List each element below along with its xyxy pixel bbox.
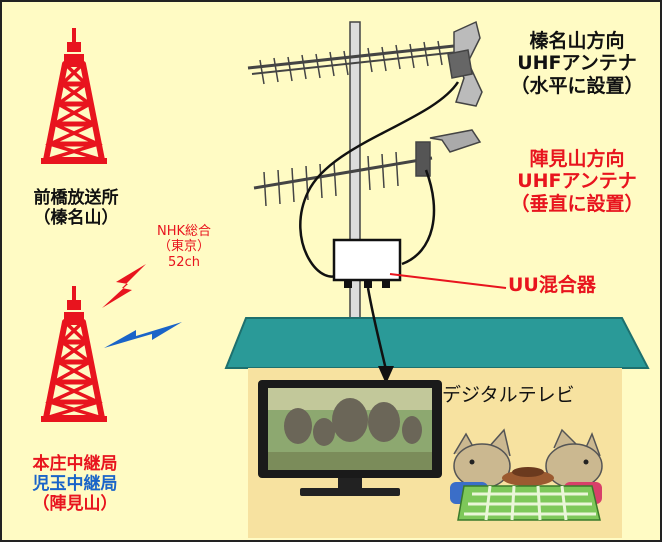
cable-horizontal-antenna bbox=[299, 81, 460, 278]
antenna-jinmi-label: 陣見山方向 UHFアンテナ （垂直に設置） bbox=[502, 148, 652, 215]
uu-mixer-box bbox=[332, 238, 402, 282]
transmitter-top-label: 前橋放送所 （榛名山） bbox=[14, 188, 138, 228]
antenna-vertical bbox=[253, 129, 482, 207]
signal-label: NHK総合 （東京） 52ch bbox=[134, 224, 234, 270]
red-signal-bolt bbox=[102, 264, 146, 308]
signal-channel-name: NHK総合 bbox=[156, 224, 212, 239]
antenna-jinmi-direction: 陣見山方向 bbox=[529, 148, 625, 170]
transmitter-tower-top bbox=[41, 28, 107, 164]
antenna-haruna-mounting: （水平に設置） bbox=[510, 74, 644, 97]
transmitter-bottom-label: 本庄中継局 児玉中継局 （陣見山） bbox=[10, 454, 140, 514]
transmitter-top-location: （榛名山） bbox=[33, 208, 119, 229]
cable-vertical-antenna bbox=[401, 169, 436, 266]
transmitter-bottom-location: （陣見山） bbox=[32, 494, 118, 515]
cable-to-tv bbox=[366, 287, 388, 371]
antenna-jinmi-type: UHFアンテナ bbox=[517, 170, 637, 193]
digital-tv-label: デジタルテレビ bbox=[442, 384, 575, 406]
house-roof bbox=[224, 317, 650, 369]
transmitter-honjo: 本庄中継局 bbox=[32, 454, 118, 474]
uu-mixer-label: UU混合器 bbox=[508, 274, 596, 296]
transmitter-top-name: 前橋放送所 bbox=[33, 188, 119, 208]
blue-signal-bolt bbox=[104, 322, 182, 348]
antenna-haruna-type: UHFアンテナ bbox=[517, 52, 637, 75]
digital-tv bbox=[258, 380, 442, 496]
transmitter-kodama: 児玉中継局 bbox=[32, 474, 118, 495]
antenna-haruna-label: 榛名山方向 UHFアンテナ （水平に設置） bbox=[502, 30, 652, 97]
transmitter-tower-bottom bbox=[41, 286, 107, 422]
signal-channel-number: 52ch bbox=[168, 254, 200, 270]
signal-region: （東京） bbox=[157, 239, 210, 255]
antenna-haruna-direction: 榛名山方向 bbox=[529, 30, 625, 52]
mixer-callout-line bbox=[389, 273, 507, 289]
antenna-jinmi-mounting: （垂直に設置） bbox=[510, 192, 644, 215]
family-illustration bbox=[450, 428, 603, 521]
antenna-horizontal bbox=[247, 20, 483, 107]
